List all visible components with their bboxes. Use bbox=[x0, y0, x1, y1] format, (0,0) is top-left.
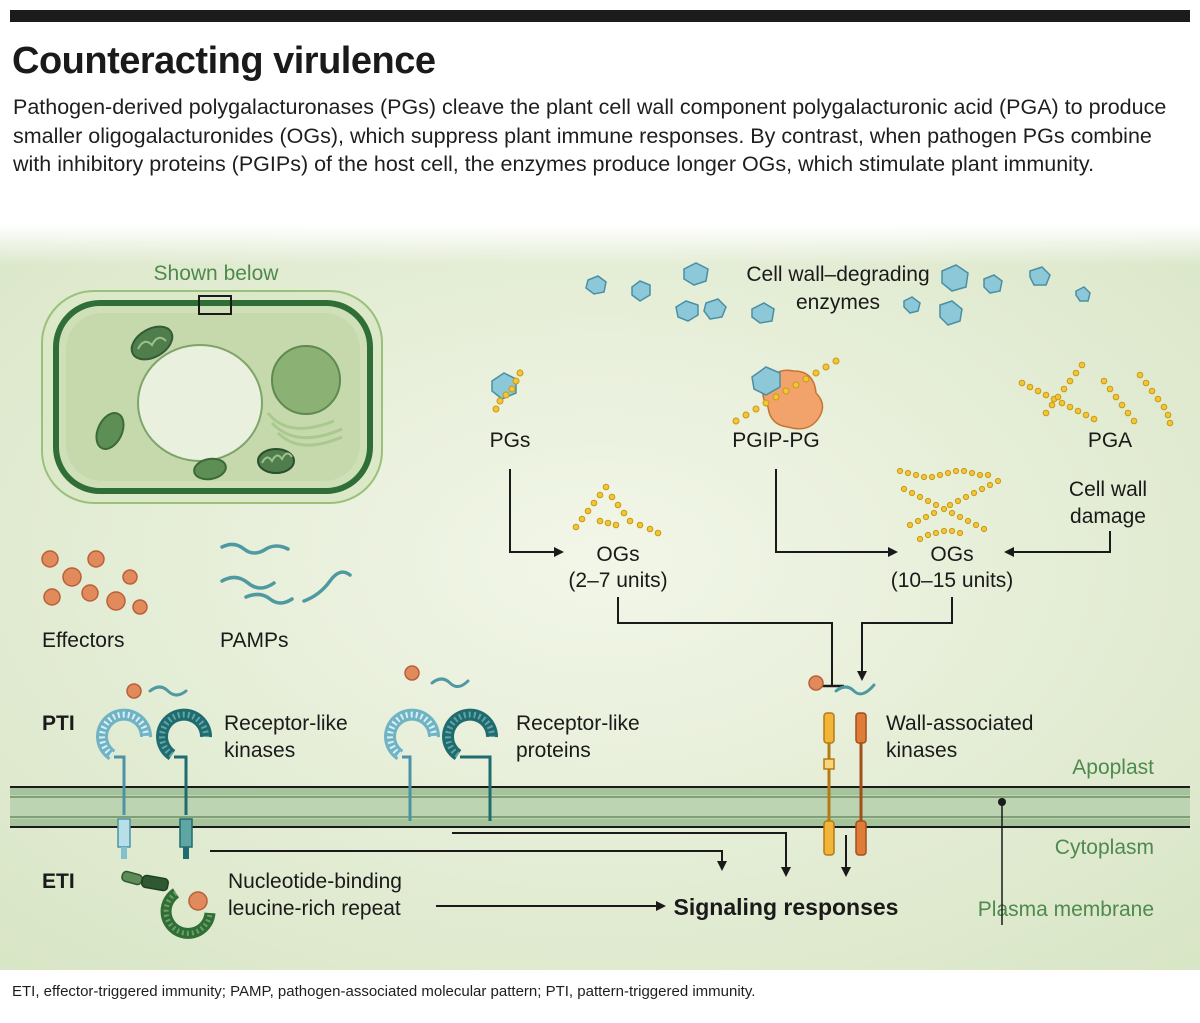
pg-enzyme-icon bbox=[491, 369, 524, 413]
nlr-protein-icon bbox=[121, 870, 216, 939]
effectors-icon bbox=[41, 550, 148, 615]
flow-arrows bbox=[509, 469, 1111, 688]
mitochondrion-icon bbox=[193, 457, 227, 481]
nlr-label-line1: Nucleotide-binding bbox=[228, 870, 402, 893]
eti-label: ETI bbox=[42, 870, 75, 893]
receptor-like-kinase-light bbox=[96, 708, 153, 859]
ogs-long-line1: OGs bbox=[930, 543, 973, 566]
figure-subtitle: Pathogen-derived polygalacturonases (PGs… bbox=[13, 95, 1167, 176]
ogs-long-line2: (10–15 units) bbox=[891, 569, 1014, 592]
arrow-long-ogs-to-waks bbox=[857, 597, 953, 681]
pamps-icon bbox=[220, 542, 352, 605]
effector-icon bbox=[808, 675, 824, 691]
rlp-label-line2: proteins bbox=[516, 739, 591, 762]
zoom-box bbox=[198, 295, 232, 315]
cell-wall-degrading-enzymes bbox=[585, 262, 1091, 326]
figure-title: Counteracting virulence bbox=[12, 40, 436, 82]
effector-icon bbox=[404, 665, 420, 681]
inhibition-short-ogs bbox=[617, 597, 833, 685]
pamp-icon bbox=[430, 677, 470, 688]
cytoplasm-label: Cytoplasm bbox=[1055, 836, 1154, 859]
receptor-like-protein-light bbox=[384, 708, 441, 821]
signaling-responses-label: Signaling responses bbox=[674, 894, 899, 920]
pga-label: PGA bbox=[1088, 429, 1132, 452]
immunity-diagram: Shown below Cell wall–degrading enzymes … bbox=[0, 225, 1200, 970]
ogs-short-line2: (2–7 units) bbox=[568, 569, 667, 592]
pamp-icon bbox=[834, 683, 876, 696]
pgip-pg-complex-icon bbox=[732, 357, 840, 430]
pamp-icon bbox=[148, 685, 188, 697]
cell-wall-damage-line2: damage bbox=[1070, 505, 1146, 528]
pga-chains-icon bbox=[1018, 361, 1174, 427]
pgs-label: PGs bbox=[490, 429, 531, 452]
arrow-rlk-to-signaling bbox=[210, 850, 727, 871]
arrow-pgippg-to-long-ogs bbox=[775, 469, 898, 557]
effector-icon bbox=[126, 683, 142, 699]
wall-associated-kinase-yellow bbox=[823, 712, 835, 856]
receptor-like-protein-dark bbox=[442, 708, 499, 821]
cell-wall-damage-line1: Cell wall bbox=[1069, 478, 1147, 501]
mitochondrion-icon bbox=[130, 325, 174, 361]
rlk-label-line2: kinases bbox=[224, 739, 295, 762]
plasma-membrane-pointer bbox=[998, 798, 1006, 925]
top-rule bbox=[10, 10, 1190, 22]
chloroplast-icon bbox=[95, 412, 125, 450]
short-og-chains-icon bbox=[572, 483, 662, 537]
plant-cell bbox=[41, 290, 383, 504]
pti-label: PTI bbox=[42, 712, 75, 735]
wak-label-line1: Wall-associated bbox=[886, 712, 1033, 735]
apoplast-label: Apoplast bbox=[1072, 756, 1154, 779]
mitochondrion-icon bbox=[257, 448, 295, 474]
wak-label-line2: kinases bbox=[886, 739, 957, 762]
shown-below-label: Shown below bbox=[154, 262, 280, 285]
ogs-short-line1: OGs bbox=[596, 543, 639, 566]
footnote: ETI, effector-triggered immunity; PAMP, … bbox=[12, 983, 756, 1000]
wall-associated-kinase-orange bbox=[855, 712, 867, 856]
long-og-chains-icon bbox=[896, 467, 1002, 543]
plasma-membrane bbox=[10, 786, 1190, 828]
plasma-membrane-label: Plasma membrane bbox=[978, 898, 1154, 921]
arrow-rlp-to-signaling bbox=[452, 832, 791, 877]
cwde-label-line1: Cell wall–degrading bbox=[746, 263, 929, 286]
nlr-label-line2: leucine-rich repeat bbox=[228, 897, 401, 920]
rlp-label-line1: Receptor-like bbox=[516, 712, 640, 735]
nucleus bbox=[271, 345, 341, 415]
arrow-pgs-to-short-ogs bbox=[509, 469, 564, 557]
arrow-damage-to-long-ogs bbox=[1004, 531, 1111, 557]
signaling-arrows bbox=[210, 832, 851, 911]
effectors-label: Effectors bbox=[42, 629, 124, 652]
receptor-like-kinase-dark bbox=[156, 708, 213, 859]
rlk-label-line1: Receptor-like bbox=[224, 712, 348, 735]
pgip-pg-label: PGIP-PG bbox=[732, 429, 820, 452]
pamps-label: PAMPs bbox=[220, 629, 288, 652]
vacuole bbox=[137, 344, 263, 462]
cwde-label-line2: enzymes bbox=[796, 291, 880, 314]
